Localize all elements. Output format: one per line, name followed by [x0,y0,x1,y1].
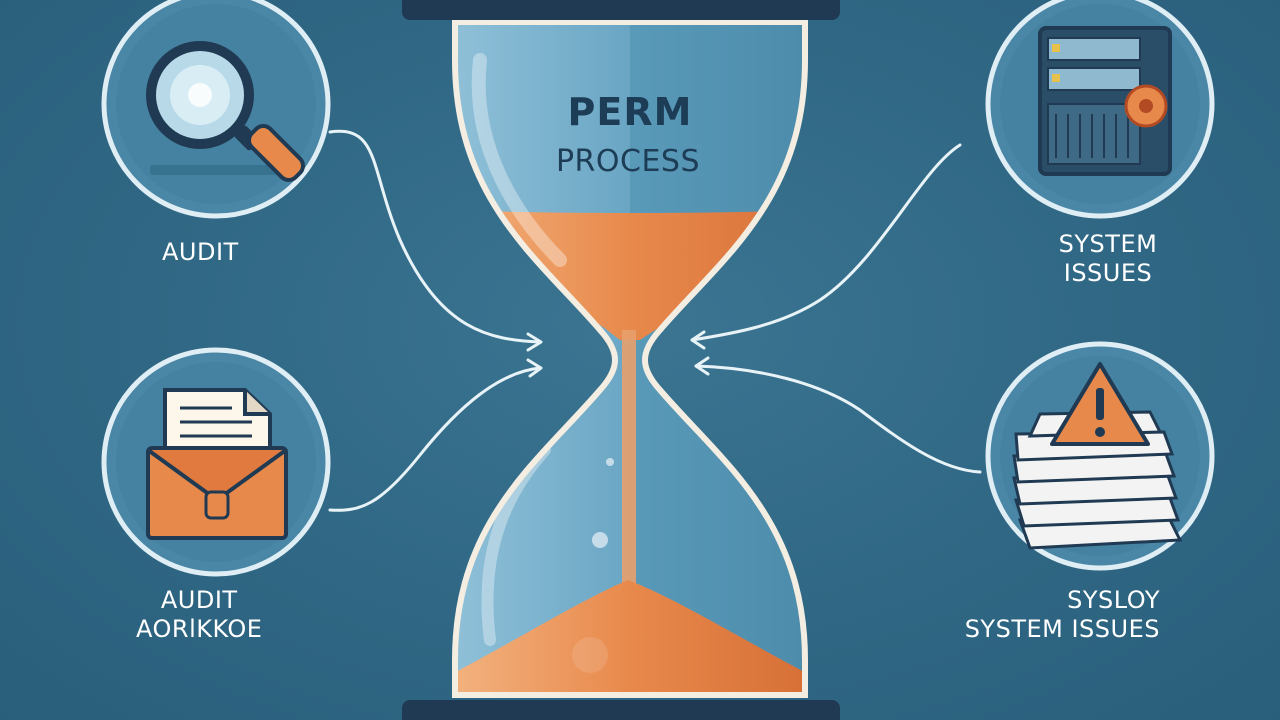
connector-audit-archive [328,366,542,512]
label-audit: AUDIT [162,238,239,267]
label-system-issues-line2: ISSUES [1063,258,1153,287]
node-system-issues [985,0,1215,219]
connector-lines [328,129,982,512]
magnifier-icon [146,41,305,182]
connector-syslog [694,364,982,474]
node-syslog [985,341,1215,571]
label-system-issues: SYSTEM ISSUES [1048,230,1168,288]
label-system-issues-line1: SYSTEM [1058,230,1158,258]
warning-stack-icon [1012,362,1183,550]
sand-stream [622,330,636,590]
hourglass-bottom-cap [402,700,840,720]
bottom-sand [455,580,805,695]
connector-arrowheads [526,330,710,378]
label-audit-line1: AUDIT [162,238,239,266]
label-syslog-line2: SYSTEM ISSUES [964,614,1160,643]
hourglass-title-line1: PERM [567,90,693,134]
hourglass-top-cap [402,0,840,20]
node-audit-archive [101,347,331,577]
label-audit-archive-line1: AUDIT [160,586,238,614]
connector-system-issues [690,143,962,342]
label-audit-archive-line2: AORlKKOE [136,614,263,643]
envelope-document-icon [146,388,288,540]
node-audit [101,0,331,219]
connector-audit [328,129,542,344]
label-audit-archive: AUDIT AORlKKOE [136,586,262,644]
server-icon [1038,26,1172,176]
top-sand [455,210,805,340]
label-syslog: SYSLOY SYSTEM ISSUES [938,586,1160,644]
hourglass-title-line2: PROCESS [555,144,701,179]
label-syslog-line1: SYSLOY [1067,586,1160,614]
